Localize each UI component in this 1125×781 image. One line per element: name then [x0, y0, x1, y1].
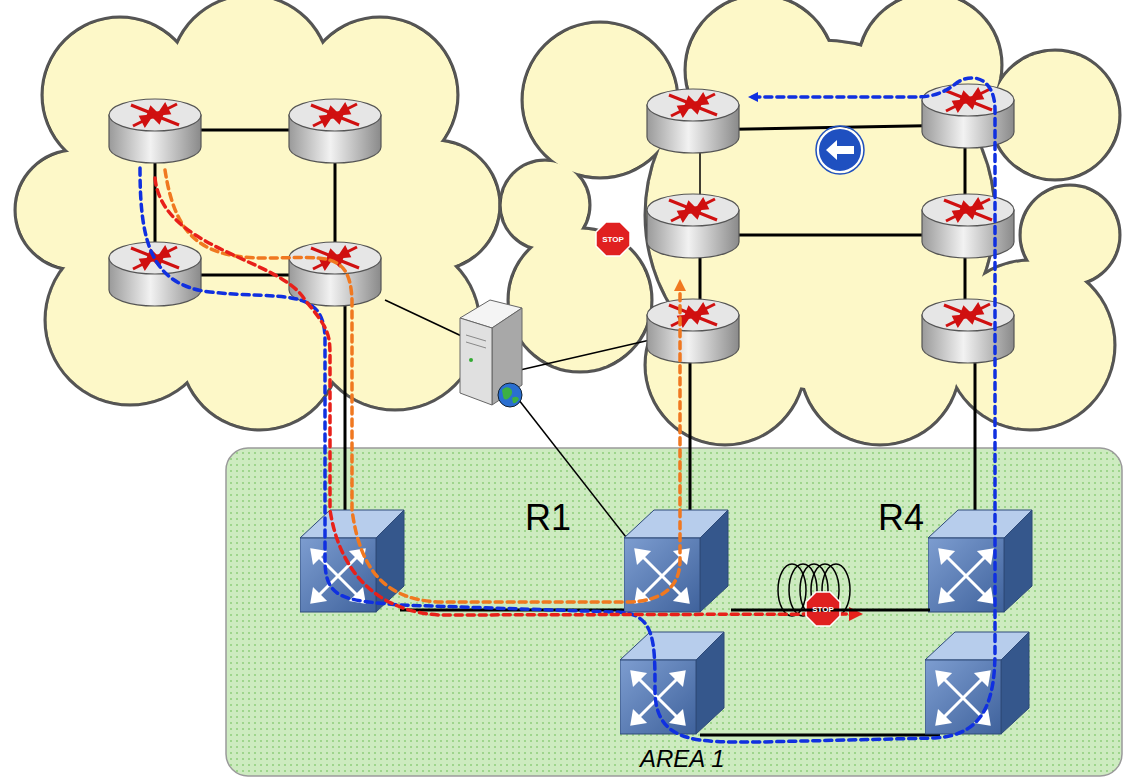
orange-path — [165, 170, 680, 602]
routers — [109, 84, 1014, 363]
area-band: AREA 1R1R4 — [225, 447, 1123, 777]
direction-sign — [816, 126, 864, 174]
area-name: AREA 1 — [640, 745, 724, 773]
switch-node: R1 — [625, 555, 731, 661]
left-cloud — [15, 0, 500, 430]
server-links — [385, 300, 650, 555]
red-path — [155, 178, 855, 615]
links — [155, 125, 985, 735]
stop-sign-text: STOP — [812, 605, 834, 614]
blue-path — [140, 78, 995, 742]
router-name: R1 — [525, 497, 571, 539]
area-ground — [226, 448, 1122, 776]
right-cloud — [500, 0, 1120, 445]
stop-signs — [596, 222, 840, 626]
router-name: R4 — [878, 497, 924, 539]
switch-node: R4 — [930, 555, 1036, 661]
server — [460, 300, 522, 407]
switches — [300, 510, 1032, 734]
stop-sign-text: STOP — [602, 235, 624, 244]
